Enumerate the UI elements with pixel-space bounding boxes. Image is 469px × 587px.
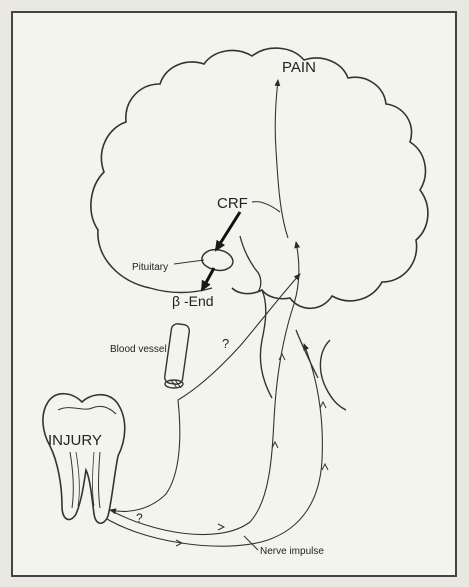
question-mark-upper: ? [222, 336, 229, 351]
nerve-impulse-label: Nerve impulse [260, 546, 324, 557]
pain-label: PAIN [282, 59, 316, 76]
question-mark-lower: ? [136, 511, 143, 525]
blood-vessel-label: Blood vessel [110, 344, 167, 355]
injury-label: INJURY [48, 432, 102, 449]
beta-end-label: β -End [172, 293, 214, 309]
crf-label: CRF [217, 195, 248, 212]
pituitary-label: Pituitary [132, 262, 168, 273]
